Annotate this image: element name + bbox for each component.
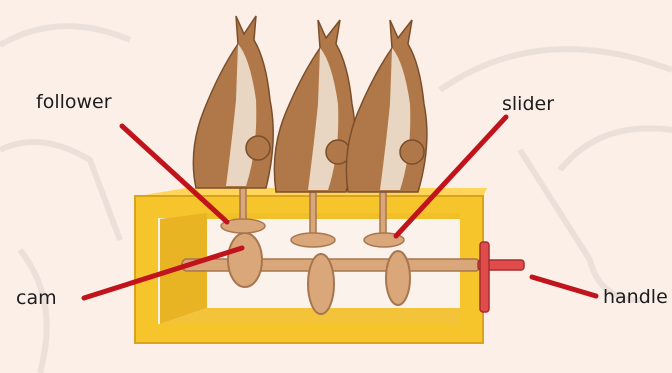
kangaroo-figures: [192, 15, 428, 193]
leader-line-slider: [393, 114, 509, 239]
leader-line-handle: [529, 274, 599, 299]
kangaroo-1: [192, 15, 274, 189]
label-cam: cam: [16, 287, 57, 309]
follower-disc-2: [290, 232, 336, 248]
cam-2: [307, 253, 335, 315]
cam-1: [227, 232, 263, 288]
kangaroo-2: [273, 19, 356, 193]
handle-crank: [477, 241, 525, 313]
follower-disc-1: [220, 218, 266, 234]
leader-lines: [81, 114, 599, 301]
label-handle: handle: [603, 286, 668, 308]
background-sketch: [0, 23, 672, 373]
label-slider: slider: [502, 93, 555, 115]
label-follower: follower: [36, 91, 112, 113]
leader-line-cam: [81, 245, 245, 301]
cam-3: [385, 250, 411, 306]
frame-inner-bottom: [160, 308, 460, 324]
leader-line-follower: [119, 123, 230, 225]
kangaroo-3: [345, 19, 428, 193]
